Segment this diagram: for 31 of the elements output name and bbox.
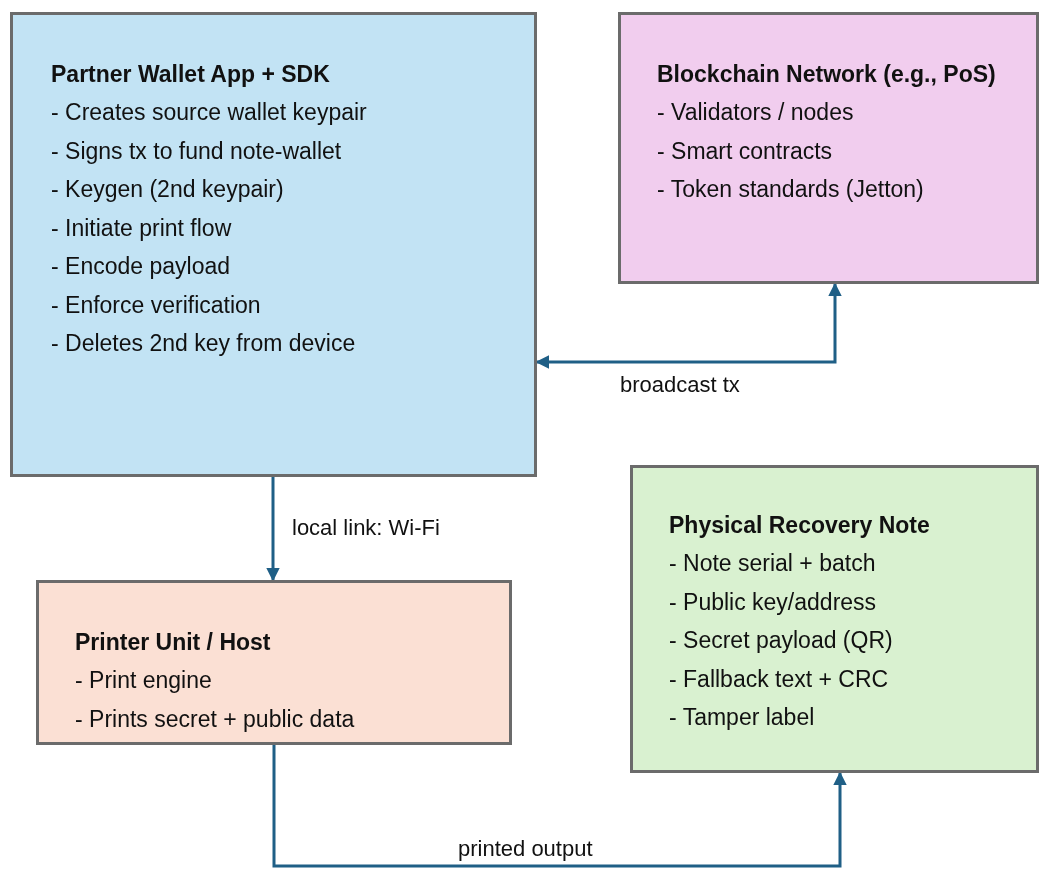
list-item: - Encode payload bbox=[51, 252, 231, 281]
process-box bbox=[630, 465, 1039, 773]
process-box bbox=[36, 580, 512, 745]
box-heading: Printer Unit / Host bbox=[75, 628, 272, 657]
box-heading: Blockchain Network (e.g., PoS) bbox=[657, 60, 997, 89]
list-item: - Secret payload (QR) bbox=[669, 626, 894, 655]
list-item: - Prints secret + public data bbox=[75, 704, 356, 734]
list-item: - Enforce verification bbox=[51, 290, 262, 320]
process-box bbox=[10, 12, 537, 477]
list-item: - Initiate print flow bbox=[51, 213, 233, 243]
list-item: - Signs tx to fund note-wallet bbox=[51, 136, 343, 166]
list-item: - Tamper label bbox=[669, 703, 816, 732]
list-item: - Keygen (2nd keypair) bbox=[51, 175, 285, 204]
process-box bbox=[618, 12, 1039, 284]
list-item: - Note serial + batch bbox=[669, 549, 877, 578]
edge-label: local link: Wi-Fi bbox=[292, 515, 440, 541]
list-item: - Smart contracts bbox=[657, 136, 834, 166]
list-item: - Validators / nodes bbox=[657, 98, 855, 127]
arrow bbox=[266, 477, 280, 582]
arrow bbox=[272, 745, 847, 868]
arrow bbox=[535, 282, 842, 369]
list-item: - Public key/address bbox=[669, 587, 878, 617]
box-heading: Physical Recovery Note bbox=[669, 511, 931, 540]
box-heading: Partner Wallet App + SDK bbox=[51, 60, 331, 89]
edge-label: broadcast tx bbox=[620, 372, 740, 398]
list-item: - Fallback text + CRC bbox=[669, 664, 890, 694]
list-item: - Print engine bbox=[75, 666, 213, 695]
edge-label: printed output bbox=[458, 836, 593, 862]
list-item: - Deletes 2nd key from device bbox=[51, 329, 357, 358]
list-item: - Token standards (Jetton) bbox=[657, 175, 925, 204]
list-item: - Creates source wallet keypair bbox=[51, 98, 368, 127]
